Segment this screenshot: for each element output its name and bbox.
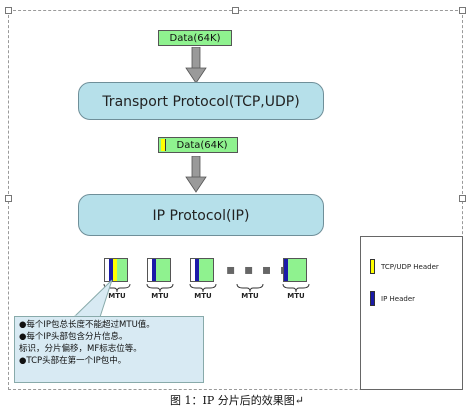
top-data-box: Data(64K)	[158, 30, 232, 46]
ip-header-swatch	[370, 291, 375, 306]
top-data-label: Data(64K)	[169, 33, 221, 44]
mtu-brace	[189, 283, 217, 293]
ip-header-strip	[284, 259, 288, 281]
figure-caption: 图 1：IP 分片后的效果图↵	[170, 394, 304, 407]
tcp-udp-header-label: TCP/UDP Header	[381, 263, 439, 271]
tcp-udp-header-swatch	[370, 259, 375, 274]
ip-packet	[147, 258, 171, 282]
ip-header-strip	[195, 259, 199, 281]
notes-callout: ●每个IP包总长度不能超过MTU值。 ●每个IP头部包含分片信息。 标识，分片偏…	[14, 316, 204, 383]
segment-data-box: Data(64K)	[158, 137, 238, 153]
frame-corner-handle	[232, 7, 239, 14]
down-arrow-icon	[185, 156, 207, 193]
ip-packet-last	[283, 258, 307, 282]
tcp-header-strip	[161, 139, 166, 151]
frame-corner-handle	[5, 195, 12, 202]
ip-layer-label: IP Protocol(IP)	[152, 208, 250, 224]
frame-corner-handle	[459, 7, 466, 14]
ip-header-label: IP Header	[381, 295, 415, 303]
mtu-brace	[236, 283, 264, 293]
frame-corner-handle	[459, 195, 466, 202]
mtu-label: MTU	[194, 292, 212, 300]
note-line: ●TCP头部在第一个IP包中。	[19, 356, 127, 366]
mtu-label: MTU	[108, 292, 126, 300]
legend-box: TCP/UDP Header IP Header	[360, 236, 463, 390]
ip-packet-first	[104, 258, 128, 282]
packet-white-strip	[191, 259, 195, 281]
packet-white-strip	[105, 259, 109, 281]
ip-packet	[190, 258, 214, 282]
note-line: ●每个IP头部包含分片信息。	[19, 332, 128, 342]
note-line: ●每个IP包总长度不能超过MTU值。	[19, 320, 155, 330]
ip-header-strip	[152, 259, 156, 281]
mtu-label: MTU	[241, 292, 259, 300]
ip-layer-box: IP Protocol(IP)	[78, 194, 324, 236]
ip-header-strip	[109, 259, 113, 281]
mtu-label: MTU	[151, 292, 169, 300]
callout-pointer	[72, 279, 113, 318]
down-arrow-icon	[185, 47, 207, 84]
packet-white-strip	[148, 259, 152, 281]
mtu-label: MTU	[287, 292, 305, 300]
mtu-brace	[146, 283, 174, 293]
transport-layer-label: Transport Protocol(TCP,UDP)	[102, 94, 300, 110]
segment-data-label: Data(64K)	[176, 140, 228, 151]
mtu-brace	[282, 283, 310, 293]
transport-layer-box: Transport Protocol(TCP,UDP)	[78, 82, 324, 120]
frame-corner-handle	[5, 7, 12, 14]
note-line: 标识，分片偏移，MF标志位等。	[19, 344, 142, 354]
tcp-header-strip	[113, 259, 117, 281]
